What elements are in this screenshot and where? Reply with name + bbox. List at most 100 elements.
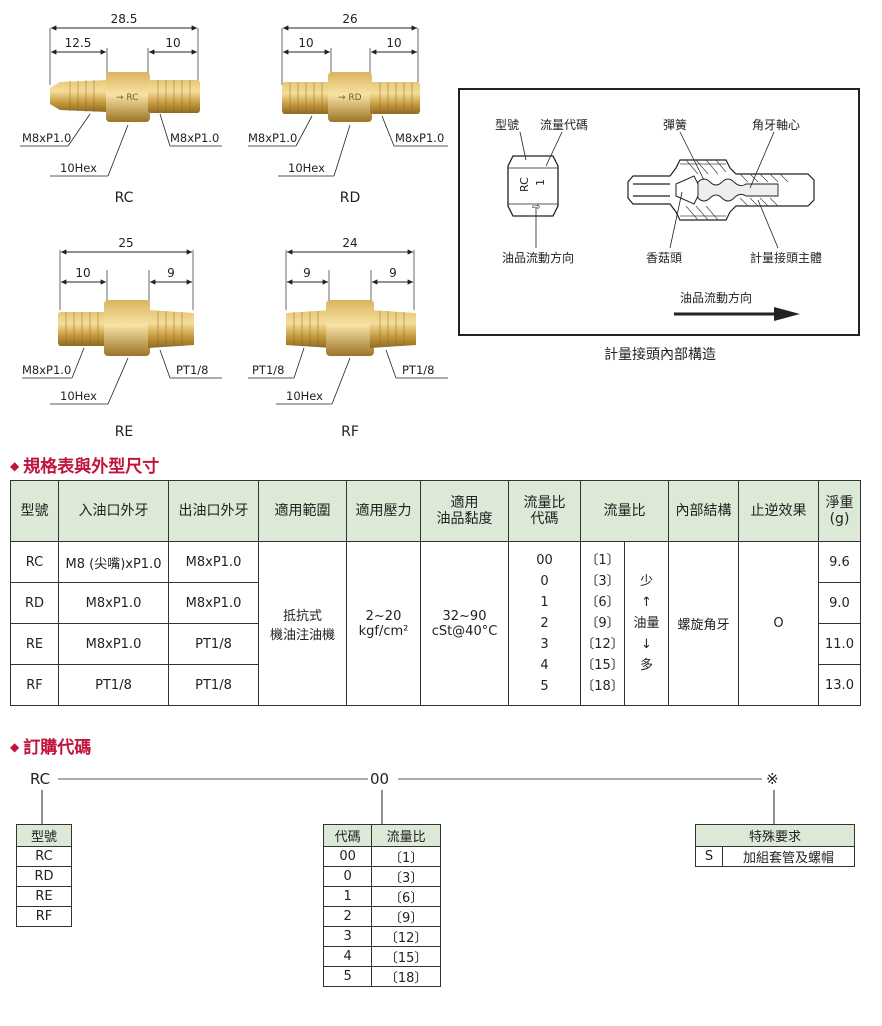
order-seg-code: 00	[370, 770, 390, 788]
th-flowratio: 流量比	[580, 480, 669, 542]
cell-ratio: 〔6〕	[371, 886, 441, 907]
rd-dim-right: 10	[386, 36, 401, 50]
order-seg-model: RC	[30, 770, 51, 788]
th-structure: 內部結構	[668, 480, 739, 542]
internal-structure-diagram: 型號 流量代碼 彈簧 角牙軸心 RC 1 ⇨ 油品流動方向 香菇頭 計量接頭主體…	[458, 88, 860, 336]
label-spring: 彈簧	[663, 117, 687, 132]
fittings-drawings: 28.5 12.5 10 → RC M8xP1.0 M8xP1.0 10Hex …	[20, 12, 448, 405]
fitting-rd: 26 10 10 → RD M8xP1.0 M8xP1.0 10Hex	[248, 12, 448, 177]
table-row: RF PT1/8 PT1/8 13.0	[10, 664, 861, 706]
table-row: 0〔3〕	[322, 866, 441, 887]
rf-dim-left: 9	[303, 266, 311, 280]
table-row: 3〔12〕	[322, 926, 441, 947]
cell-model: RE	[16, 886, 72, 907]
cell-ratio: 〔9〕	[371, 906, 441, 927]
cell-code: 3	[322, 926, 373, 947]
label-flow-arrow: 油品流動方向	[680, 290, 752, 305]
svg-text:⇨: ⇨	[532, 202, 540, 213]
rc-thread-left: M8xP1.0	[22, 131, 71, 145]
cell-weight: 11.0	[818, 623, 861, 665]
rd-dim-left: 10	[298, 36, 313, 50]
cell-ratio: 〔15〕	[371, 946, 441, 967]
re-thread-left: M8xP1.0	[22, 363, 71, 377]
svg-text:→ RD: → RD	[338, 93, 362, 103]
re-dim-left: 10	[75, 266, 90, 280]
re-thread-right: PT1/8	[176, 363, 208, 377]
re-hex: 10Hex	[60, 389, 97, 403]
cell-check: O	[738, 541, 819, 706]
th-order-model: 型號	[16, 824, 72, 847]
th-inlet: 入油口外牙	[58, 480, 169, 542]
spec-table: 型號 入油口外牙 出油口外牙 適用範圍 適用壓力 適用油品黏度 流量比代碼 流量…	[10, 480, 861, 706]
cell-flow-indicator: 少↑油量↓多	[624, 541, 669, 706]
label-body: 計量接頭主體	[750, 250, 822, 265]
cell-model: RC	[16, 846, 72, 867]
table-row: RE	[16, 886, 72, 907]
table-row: RE M8xP1.0 PT1/8 11.0	[10, 623, 861, 665]
diamond-icon: ◆	[10, 740, 20, 754]
cell-outlet: PT1/8	[168, 623, 259, 665]
label-mushroom: 香菇頭	[646, 251, 682, 265]
rd-dim-total: 26	[342, 12, 357, 26]
cell-model: RC	[10, 541, 59, 583]
cell-model: RF	[10, 664, 59, 706]
rf-hex: 10Hex	[286, 389, 323, 403]
th-check: 止逆效果	[738, 480, 819, 542]
table-row: 00〔1〕	[322, 846, 441, 867]
svg-text:→ RC: → RC	[116, 93, 139, 103]
rc-thread-right: M8xP1.0	[170, 131, 219, 145]
cell-inlet: M8xP1.0	[58, 623, 169, 665]
cell-weight: 9.0	[818, 582, 861, 624]
cell-outlet: M8xP1.0	[168, 582, 259, 624]
caption-rc: RC	[114, 190, 134, 206]
cell-code: 1	[322, 886, 373, 907]
th-weight: 淨重(g)	[818, 480, 861, 542]
fitting-rc: 28.5 12.5 10 → RC M8xP1.0 M8xP1.0 10Hex	[20, 12, 222, 177]
table-row: 1〔6〕	[322, 886, 441, 907]
diamond-icon: ◆	[10, 459, 20, 473]
order-section-title: ◆訂購代碼	[10, 738, 92, 758]
internal-caption: 計量接頭內部構造	[604, 347, 716, 363]
cell-code: 4	[322, 946, 373, 967]
re-dim-total: 25	[118, 236, 133, 250]
cell-model: RD	[10, 582, 59, 624]
order-model-table: 型號 RC RD RE RF	[16, 824, 72, 927]
re-dim-right: 9	[167, 266, 175, 280]
cell-code: 5	[322, 966, 373, 987]
cell-range: 抵抗式機油注油機	[258, 541, 347, 706]
marking-code: 1	[534, 179, 547, 186]
th-model: 型號	[10, 480, 59, 542]
marking-model: RC	[518, 177, 531, 192]
cell-special-desc: 加組套管及螺帽	[722, 846, 855, 867]
th-flowcode: 流量比代碼	[508, 480, 581, 542]
rf-thread-left: PT1/8	[252, 363, 284, 377]
order-code-lines	[41, 778, 775, 824]
cell-code: 2	[322, 906, 373, 927]
label-model: 型號	[495, 118, 519, 132]
cell-weight: 9.6	[818, 541, 861, 583]
cell-code: 00	[322, 846, 373, 867]
th-order-code: 代碼	[322, 824, 373, 847]
spec-section-title: ◆規格表與外型尺寸	[10, 457, 160, 477]
th-outlet: 出油口外牙	[168, 480, 259, 542]
rc-dim-right: 10	[165, 36, 180, 50]
cell-ratio: 〔1〕	[371, 846, 441, 867]
cell-outlet: PT1/8	[168, 664, 259, 706]
rc-hex: 10Hex	[60, 161, 97, 175]
table-row: RD	[16, 866, 72, 887]
cell-model: RE	[10, 623, 59, 665]
rd-thread-right: M8xP1.0	[395, 131, 444, 145]
table-row: RF	[16, 906, 72, 927]
rf-dim-right: 9	[389, 266, 397, 280]
cell-inlet: PT1/8	[58, 664, 169, 706]
label-direction: 油品流動方向	[502, 250, 574, 265]
fitting-re: 25 10 9 M8xP1.0 PT1/8 10Hex	[22, 236, 222, 405]
th-order-special: 特殊要求	[695, 824, 855, 847]
cell-inlet: M8xP1.0	[58, 582, 169, 624]
